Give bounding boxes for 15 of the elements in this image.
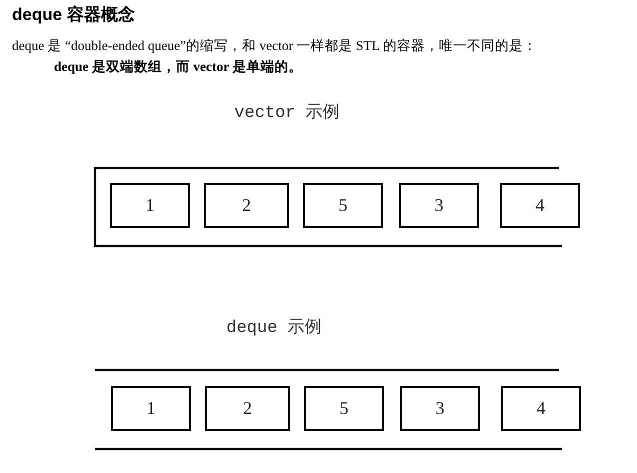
element-box: 3 <box>399 183 479 228</box>
text-paragraph: deque 是 “double-ended queue”的缩写，和 vector 一样都是 STL 的容器，唯一不同的是： <box>12 37 537 54</box>
element-box: 2 <box>204 183 289 228</box>
element-box: 5 <box>304 386 384 431</box>
element-box: 3 <box>400 386 480 431</box>
heading: deque 容器概念 <box>12 5 135 25</box>
element-box: 2 <box>205 386 290 431</box>
element-box: 1 <box>110 183 190 228</box>
section-heading: deque 示例 <box>226 318 322 340</box>
element-box: 4 <box>501 386 581 431</box>
element-box: 4 <box>500 183 580 228</box>
element-box: 1 <box>111 386 191 431</box>
element-box: 5 <box>303 183 383 228</box>
text-paragraph: deque 是双端数组，而 vector 是单端的。 <box>54 58 302 75</box>
section-heading: vector 示例 <box>234 103 340 125</box>
